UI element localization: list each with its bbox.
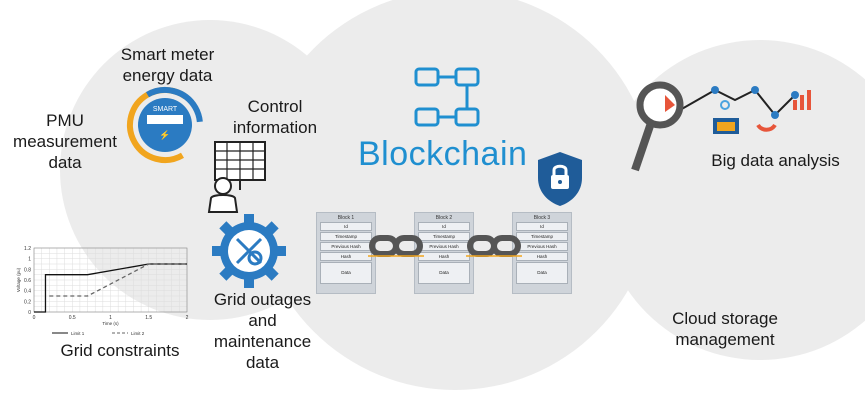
meter-badge-text: SMART <box>153 106 178 113</box>
block-field: Previous Hash <box>516 242 568 251</box>
smart-meter-icon: SMART ⚡ <box>127 86 203 163</box>
grid-constraints-label: Grid constraints <box>60 341 180 360</box>
x-tick-label: 1.5 <box>145 315 152 321</box>
block-title: Block 2 <box>435 215 453 221</box>
block-title: Block 1 <box>337 215 355 221</box>
block-field: Timestamp <box>418 232 470 241</box>
y-tick-label: 0.4 <box>24 289 31 295</box>
block-field: Hash <box>516 252 568 261</box>
y-tick-label: 0.2 <box>24 299 31 305</box>
y-tick-label: 0 <box>28 310 31 316</box>
block-field: Data <box>516 262 568 284</box>
y-tick-label: 1 <box>28 257 31 263</box>
big-data-label: Big data analysis <box>711 151 840 170</box>
big-data-analysis-icon <box>631 81 811 172</box>
chain-link-icon <box>466 235 522 257</box>
svg-text:⚡: ⚡ <box>159 129 170 141</box>
block-field: Id <box>516 222 568 231</box>
blockchain-title: Blockchain <box>358 135 528 173</box>
shield-lock-icon <box>538 152 582 206</box>
x-tick-label: 0 <box>33 315 36 321</box>
block-field: Previous Hash <box>320 242 372 251</box>
legend-label: Limit 2 <box>131 331 145 336</box>
block-field: Id <box>320 222 372 231</box>
block-title: Block 3 <box>533 215 551 221</box>
block-3: Block 3 Id Timestamp Previous Hash Hash … <box>512 212 572 294</box>
block-2: Block 2 Id Timestamp Previous Hash Hash … <box>414 212 474 294</box>
x-tick-label: 0.5 <box>69 315 76 321</box>
block-field: Data <box>418 262 470 284</box>
block-field: Data <box>320 262 372 284</box>
block-field: Hash <box>320 252 372 261</box>
blockchain-network-icon <box>414 67 480 127</box>
control-operator-icon <box>207 141 266 213</box>
x-axis-label: Time (s) <box>102 321 119 326</box>
y-tick-label: 0.8 <box>24 267 31 273</box>
y-tick-label: 1.2 <box>24 246 31 252</box>
block-field: Timestamp <box>516 232 568 241</box>
x-tick-label: 1 <box>109 315 112 321</box>
y-tick-label: 0.6 <box>24 278 31 284</box>
x-tick-label: 2 <box>186 315 189 321</box>
series-line <box>49 263 187 297</box>
block-field: Hash <box>418 252 470 261</box>
plot-frame <box>33 247 188 313</box>
y-axis-label: Voltage (pu) <box>16 267 21 292</box>
center-background-circle <box>255 0 655 390</box>
block-field: Id <box>418 222 470 231</box>
block-1: Block 1 Id Timestamp Previous Hash Hash … <box>316 212 376 294</box>
chain-link-icon <box>368 235 424 257</box>
block-field: Timestamp <box>320 232 372 241</box>
block-field: Previous Hash <box>418 242 470 251</box>
legend-label: Limit 1 <box>71 331 85 336</box>
maintenance-gear-icon <box>212 214 286 288</box>
